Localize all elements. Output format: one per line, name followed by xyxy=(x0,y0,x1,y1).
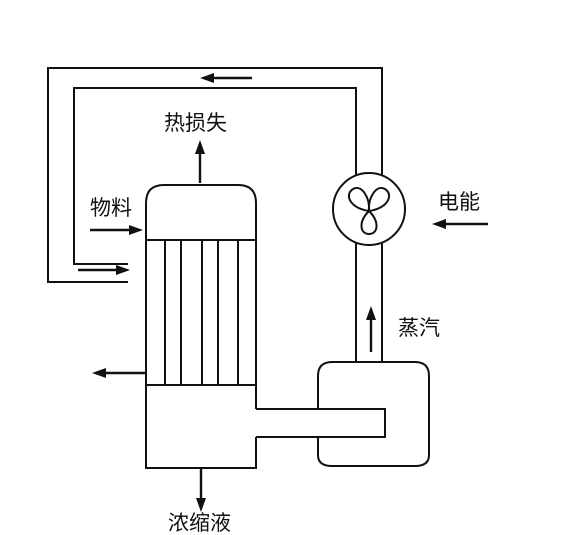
heat-exchanger-tubes xyxy=(164,240,239,385)
recycle-flow-arrow-top xyxy=(200,73,252,83)
compressor xyxy=(332,172,406,246)
steam-label: 蒸汽 xyxy=(398,316,440,340)
condensate-outlet-arrow xyxy=(92,368,146,378)
fan-icon xyxy=(348,186,390,236)
heat-loss-label: 热损失 xyxy=(164,111,227,135)
vapor-pipe xyxy=(355,237,383,362)
electric-energy-arrow xyxy=(432,219,488,229)
recycle-flow-arrow-bottom xyxy=(78,265,130,275)
heat-loss-arrow xyxy=(195,140,205,183)
connecting-pipe xyxy=(253,408,386,438)
material-inlet-arrow xyxy=(90,225,143,235)
evaporator xyxy=(145,184,257,469)
material-label: 物料 xyxy=(90,196,132,220)
electric-energy-label: 电能 xyxy=(438,190,480,214)
concentrate-outlet-arrow xyxy=(196,468,206,512)
recycle-duct xyxy=(47,67,383,283)
steam-arrow xyxy=(366,306,376,352)
concentrate-label: 浓缩液 xyxy=(168,511,231,535)
